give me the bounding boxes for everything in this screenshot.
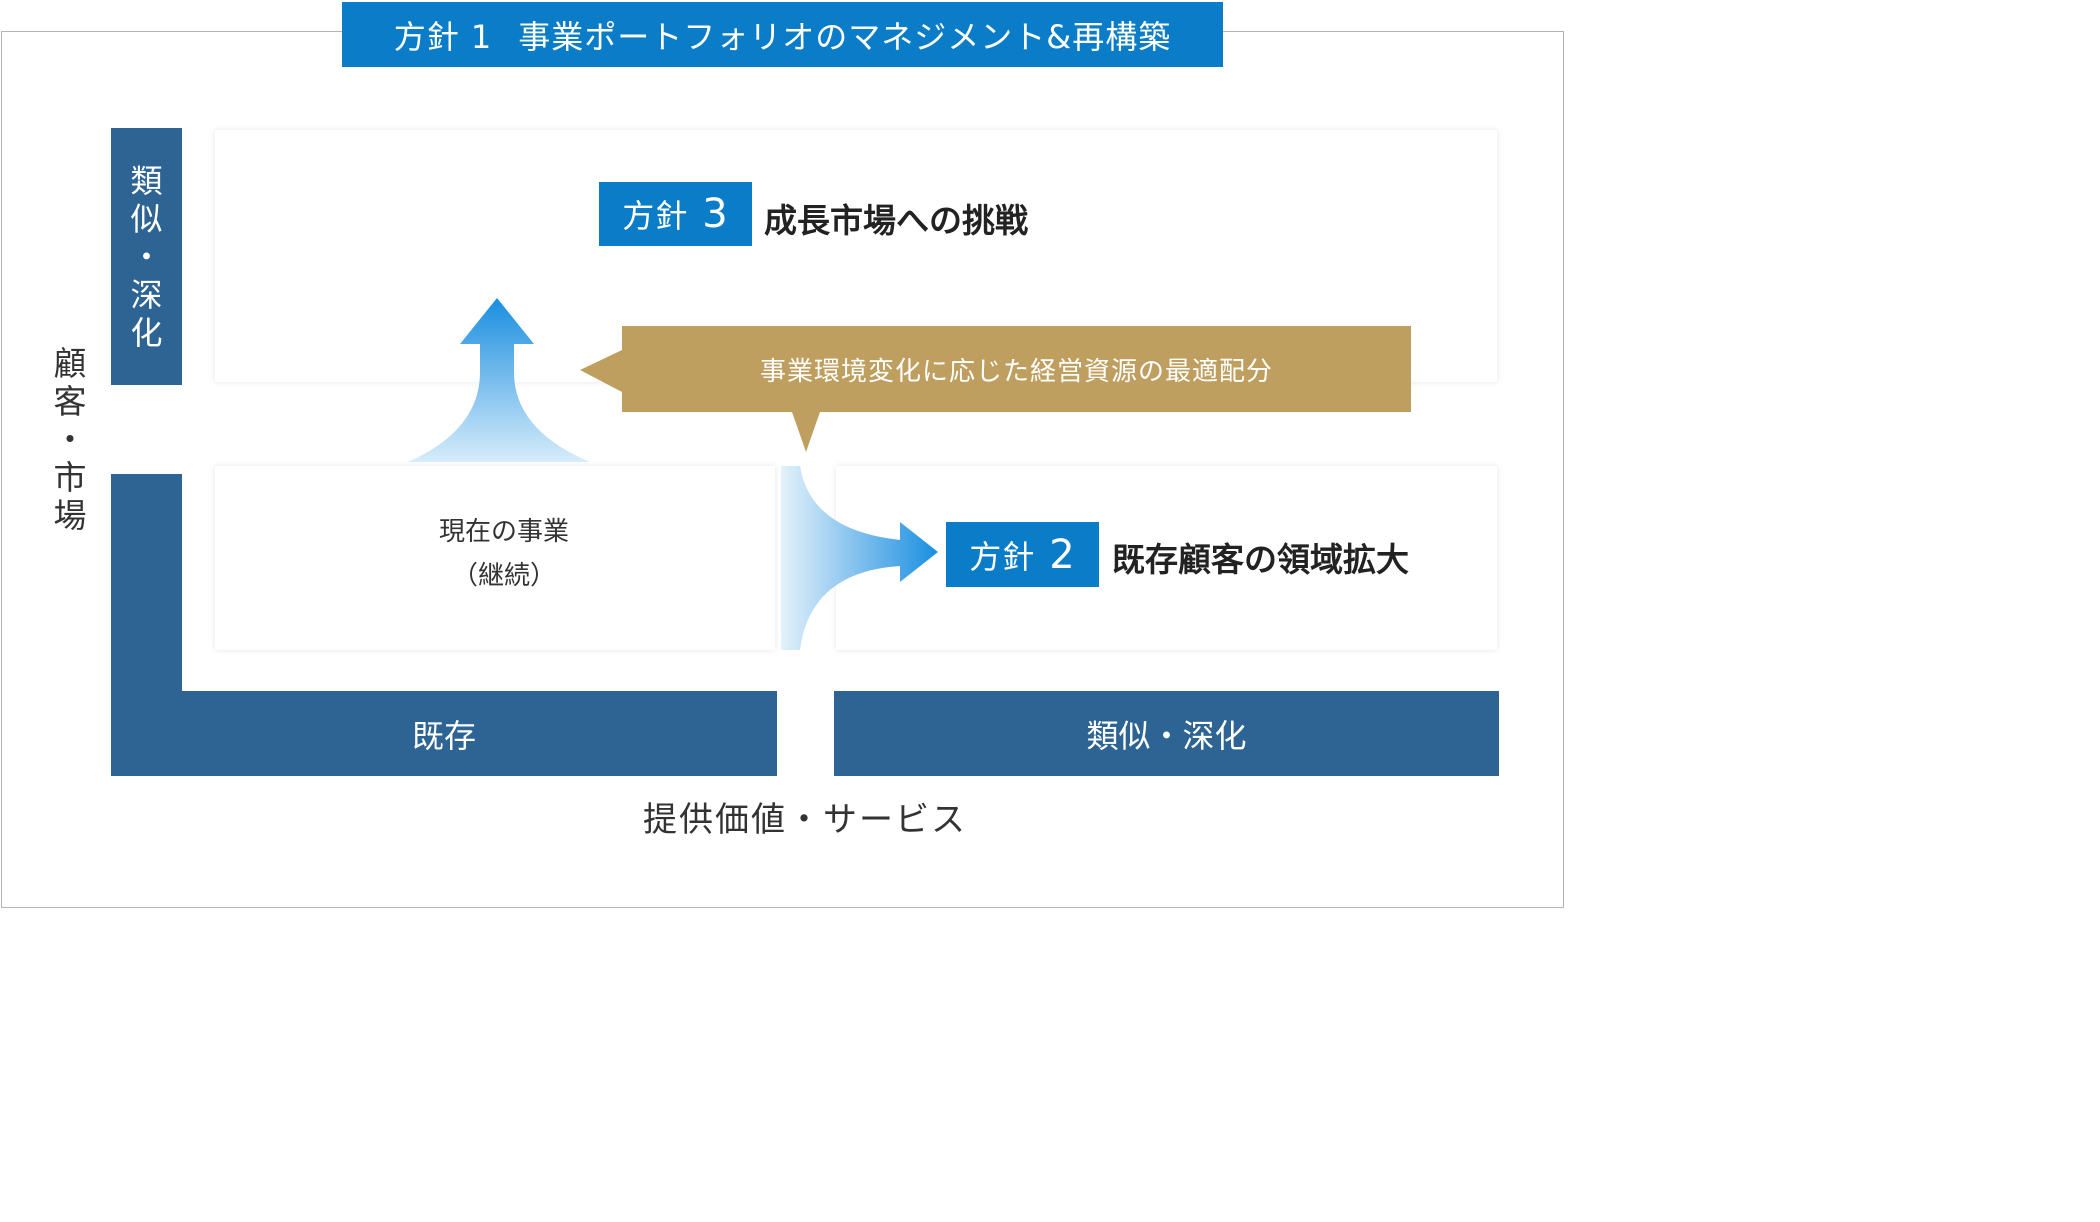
policy2-title: 既存顧客の領域拡大 [1112, 540, 1409, 579]
y-axis-upper-label: 類 似 ・ 深 化 [111, 128, 182, 385]
policy3-title: 成長市場への挑戦 [764, 201, 1028, 240]
arrows-and-callout [408, 298, 1411, 650]
callout-text: 事業環境変化に応じた経営資源の最適配分 [759, 356, 1273, 387]
y-axis-label: 顧 客 ・ 市 場 [53, 344, 87, 535]
main-title-text: 事業ポートフォリオのマネジメント&再構築 [518, 17, 1172, 56]
right-arrow-icon [781, 466, 938, 650]
callout-shape [580, 326, 1411, 452]
current-business-line2: （継続） [451, 561, 556, 591]
x-axis-bar-existing: 既存 [111, 691, 777, 776]
x-axis-label: 提供価値・サービス [643, 800, 967, 840]
x-axis-existing-label: 既存 [411, 716, 476, 755]
up-arrow-icon [408, 298, 590, 462]
current-business-line1: 現在の事業 [438, 517, 569, 547]
main-title-policy: 方針 1 [393, 17, 493, 56]
x-axis-similar-label: 類似・深化 [1086, 716, 1247, 755]
panel-current-business [215, 466, 775, 650]
main-title: 方針 1 事業ポートフォリオのマネジメント&再構築 [342, 2, 1223, 67]
current-business: 現在の事業 （継続） [215, 510, 793, 598]
x-axis-bar-similar: 類似・深化 [834, 691, 1499, 776]
